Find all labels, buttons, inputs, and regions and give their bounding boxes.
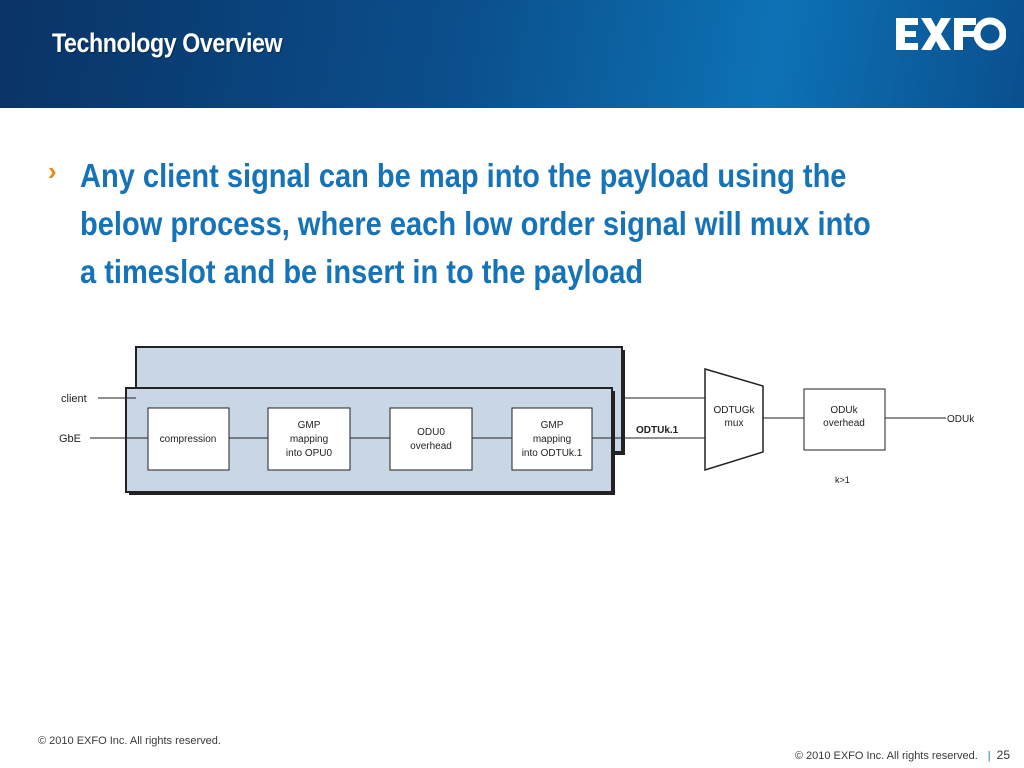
page-number: 25 [996, 748, 1010, 762]
footer-right: © 2010 EXFO Inc. All rights reserved. | 25 [795, 748, 1010, 762]
bullet-line: a timeslot and be insert in to the paylo… [80, 253, 644, 290]
output-label: ODUk [947, 414, 975, 425]
header-bar: Technology Overview [0, 0, 1024, 108]
block-label: into ODTUk.1 [522, 448, 583, 459]
exfo-logo [896, 17, 1006, 51]
block-gmp-odtuk [511, 407, 593, 471]
bullet-line: Any client signal can be map into the pa… [80, 157, 847, 194]
bullet-marker: › [48, 156, 57, 186]
footer-separator: | [987, 750, 991, 762]
bullet-line: below process, where each low order sign… [80, 205, 871, 242]
footer-copyright-right: © 2010 EXFO Inc. All rights reserved. [794, 750, 978, 762]
block-compression [147, 407, 230, 471]
block-label: GMP [541, 420, 564, 431]
footer-copyright-left: © 2010 EXFO Inc. All rights reserved. [38, 735, 221, 747]
block-label: into OPU0 [286, 448, 333, 459]
block-odu0-overhead [389, 407, 473, 471]
block-label: compression [160, 434, 217, 445]
input-label-client: client [61, 393, 87, 405]
mux-label: ODTUGk [713, 405, 755, 416]
input-label-gbe: GbE [59, 433, 81, 445]
bullet-text: Any client signal can be map into the pa… [80, 152, 969, 296]
block-label: mapping [533, 434, 571, 445]
mux-label: mux [725, 418, 744, 429]
block-label: overhead [410, 441, 452, 452]
slide-title: Technology Overview [52, 28, 283, 58]
block-gmp-opu0 [267, 407, 351, 471]
odtugk-mux [704, 367, 764, 472]
block-label: overhead [823, 418, 865, 429]
mapping-diagram: client GbE compression GMP mapping into … [59, 346, 975, 495]
block-label: ODU0 [417, 427, 445, 438]
block-label: mapping [290, 434, 328, 445]
bottom-note: k>1 [835, 475, 850, 485]
odtuk-label: ODTUk.1 [636, 425, 679, 436]
block-oduk-overhead [803, 388, 886, 451]
block-label: GMP [298, 420, 321, 431]
block-label: ODUk [830, 405, 858, 416]
